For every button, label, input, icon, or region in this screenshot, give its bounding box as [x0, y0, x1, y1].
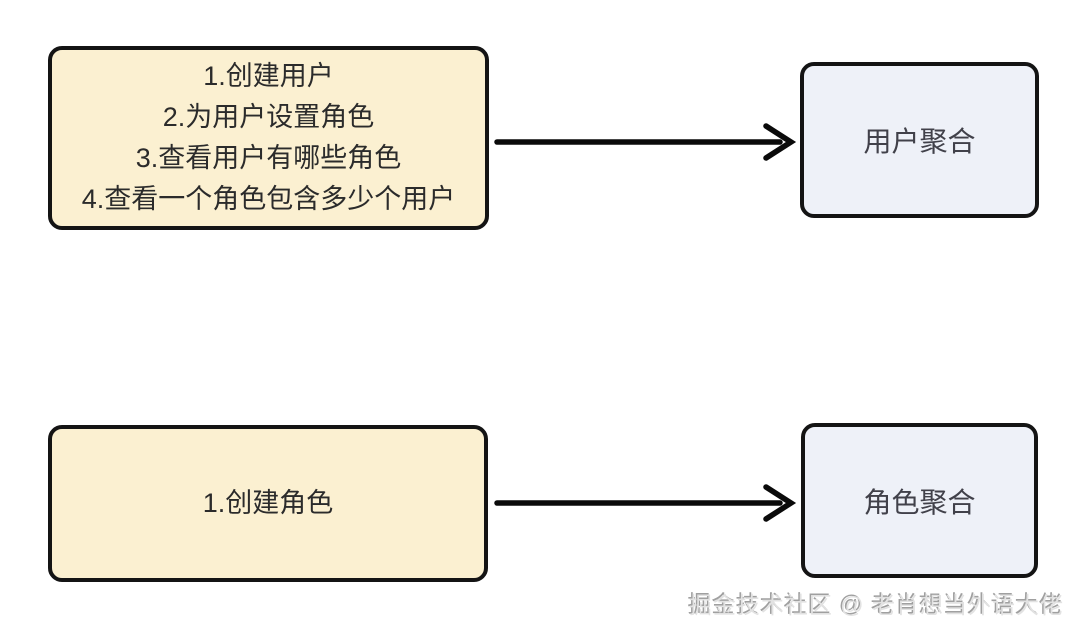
user-command-line: 4.查看一个角色包含多少个用户 — [81, 184, 456, 214]
user-flow-arrow-icon — [494, 120, 800, 164]
role-command-line: 1.创建角色 — [202, 488, 334, 518]
role-commands-box: 1.创建角色 — [48, 425, 488, 582]
user-command-line: 3.查看用户有哪些角色 — [135, 143, 402, 173]
user-aggregate-box: 用户聚合 — [800, 62, 1039, 218]
watermark-text: 掘金技术社区 @ 老肖想当外语大佬 — [688, 592, 1064, 618]
role-aggregate-label: 角色聚合 — [863, 486, 976, 518]
user-aggregate-label: 用户聚合 — [863, 126, 976, 157]
user-command-line: 1.创建用户 — [203, 61, 334, 91]
user-commands-box: 1.创建用户 2.为用户设置角色 3.查看用户有哪些角色 4.查看一个角色包含多… — [48, 46, 489, 230]
user-command-line: 2.为用户设置角色 — [162, 102, 375, 132]
role-flow-arrow-icon — [494, 481, 800, 525]
role-aggregate-box: 角色聚合 — [801, 423, 1038, 578]
